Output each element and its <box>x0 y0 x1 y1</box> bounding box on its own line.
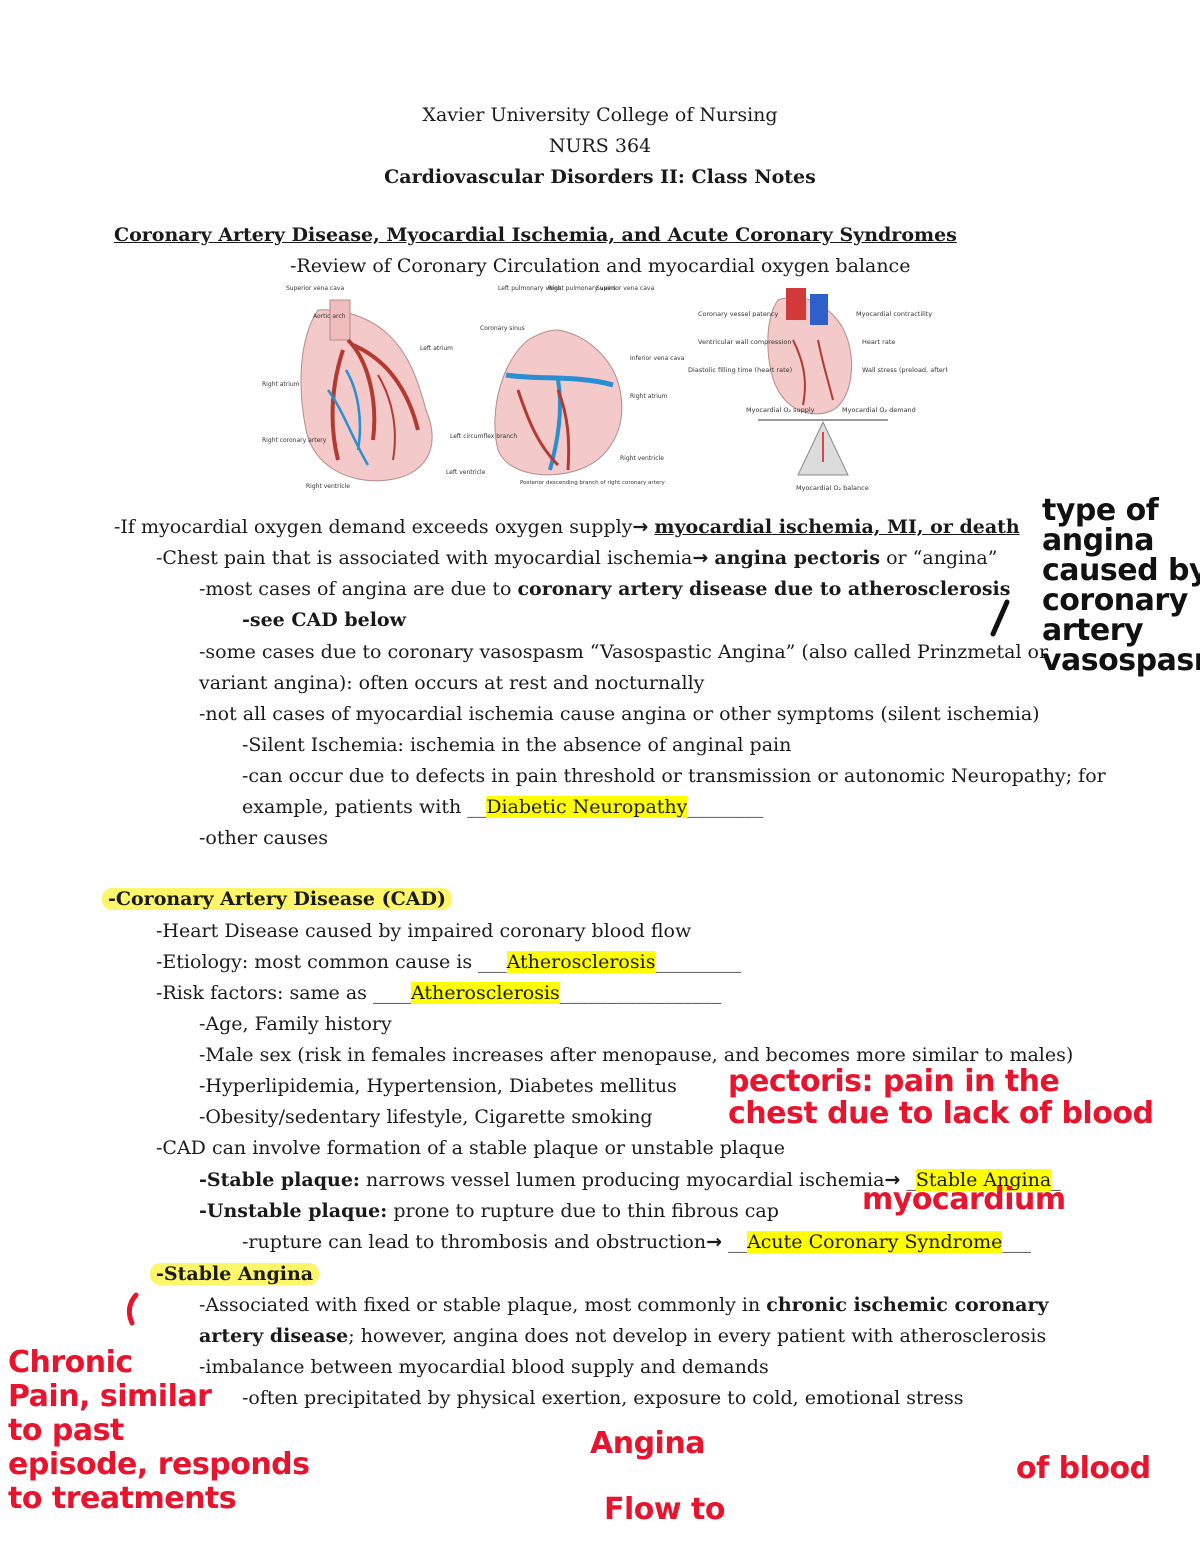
balance-right-2: Heart rate <box>862 338 895 346</box>
handwritten-note-angina: Angina <box>590 1426 705 1461</box>
balance-left-2: Ventricular wall compression <box>698 338 792 346</box>
cad-line-11: -rupture can lead to thrombosis and obst… <box>242 1231 1031 1253</box>
body-line-6: variant angina): often occurs at rest an… <box>199 672 705 694</box>
body-line-2: -Chest pain that is associated with myoc… <box>156 547 998 569</box>
heart2-label-right-atrium: Right atrium <box>630 393 668 400</box>
handwritten-note-myocardium: myocardium <box>862 1182 1066 1217</box>
body-line-7: -not all cases of myocardial ischemia ca… <box>199 703 1040 725</box>
balance-label: Myocardial O₂ balance <box>796 484 869 492</box>
heart2-label-left-pulmonary-veins: Left pulmonary veins <box>498 285 561 292</box>
section-title: Coronary Artery Disease, Myocardial Isch… <box>114 224 957 246</box>
heart2-label-posterior-descending-branch: Posterior descending branch of right cor… <box>520 480 665 486</box>
heart2-label-coronary-sinus: Coronary sinus <box>480 325 525 332</box>
body-line-5: -some cases due to coronary vasospasm “V… <box>199 641 1049 663</box>
cad-heading: -Coronary Artery Disease (CAD) <box>102 887 452 911</box>
stable-line-1: -Associated with fixed or stable plaque,… <box>199 1294 1049 1316</box>
balance-left-1: Coronary vessel patency <box>698 310 779 318</box>
handwritten-note-chronic-pain: Chronic Pain, similar to past episode, r… <box>8 1345 310 1516</box>
supply-label: Myocardial O₂ supply <box>746 406 815 414</box>
stable-line-2: artery disease; however, angina does not… <box>199 1325 1047 1347</box>
body-line-11: -other causes <box>199 827 329 849</box>
heart2-label-superior-vena-cava: Superior vena cava <box>596 285 654 292</box>
heart1-label-right-coronary-artery: Right coronary artery <box>262 437 327 444</box>
cad-line-6: -Hyperlipidemia, Hypertension, Diabetes … <box>199 1075 677 1097</box>
cad-line-9: -Stable plaque: narrows vessel lumen pro… <box>199 1169 1061 1191</box>
handwritten-note-pectoris: pectoris: pain in the chest due to lack … <box>728 1064 1154 1131</box>
balance-left-3: Diastolic filling time (heart rate) <box>688 366 792 374</box>
review-line: -Review of Coronary Circulation and myoc… <box>290 255 911 277</box>
handwritten-note-of-blood: of blood <box>1016 1451 1151 1486</box>
heart1-label-superior-vena-cava: Superior vena cava <box>286 285 344 292</box>
heart1-label-right-ventricle: Right ventricle <box>306 483 350 490</box>
body-line-3: -most cases of angina are due to coronar… <box>199 578 1011 600</box>
coronary-circulation-figure: Superior vena cava Aortic arch Left atri… <box>262 285 948 492</box>
heart1-label-aortic-arch: Aortic arch <box>313 313 346 320</box>
cad-line-10: -Unstable plaque: prone to rupture due t… <box>199 1200 779 1222</box>
heart1-label-left-atrium: Left atrium <box>420 345 453 352</box>
demand-label: Myocardial O₂ demand <box>842 406 916 414</box>
stable-line-4: -often precipitated by physical exertion… <box>242 1387 964 1409</box>
heart1-label-left-ventricle: Left ventricle <box>446 469 486 476</box>
cad-line-5: -Male sex (risk in females increases aft… <box>199 1044 1074 1066</box>
handwritten-bracket-mark <box>126 1292 139 1326</box>
cad-line-2: -Etiology: most common cause is ___Ather… <box>156 951 741 973</box>
anterior-heart-illustration: Superior vena cava Aortic arch Left atri… <box>262 285 486 490</box>
school-name: Xavier University College of Nursing <box>422 104 778 126</box>
oxygen-balance-diagram: Coronary vessel patency Ventricular wall… <box>688 288 948 492</box>
heart2-label-right-pulmonary-veins: Right pulmonary veins <box>548 285 616 292</box>
body-line-8: -Silent Ischemia: ischemia in the absenc… <box>242 734 792 756</box>
heart2-label-inferior-vena-cava: Inferior vena cava <box>630 355 685 362</box>
heart2-label-right-ventricle: Right ventricle <box>620 455 664 462</box>
course-code: NURS 364 <box>548 135 652 157</box>
body-line-4: -see CAD below <box>242 609 406 631</box>
cad-line-3: -Risk factors: same as ____Atheroscleros… <box>156 982 722 1004</box>
document-title: Cardiovascular Disorders II: Class Notes <box>384 166 816 188</box>
heart2-label-left-circumflex-branch: Left circumflex branch <box>450 433 517 440</box>
cad-line-1: -Heart Disease caused by impaired corona… <box>156 920 692 942</box>
stable-line-3: -imbalance between myocardial blood supp… <box>199 1356 769 1378</box>
heart1-label-right-atrium: Right atrium <box>262 381 300 388</box>
handwritten-note-flow-to: Flow to <box>604 1492 726 1527</box>
cad-line-4: -Age, Family history <box>199 1013 392 1035</box>
body-line-9: -can occur due to defects in pain thresh… <box>242 765 1106 787</box>
cad-line-7: -Obesity/sedentary lifestyle, Cigarette … <box>199 1106 653 1128</box>
balance-right-1: Myocardial contractility <box>856 310 932 318</box>
handwritten-slash-mark <box>990 599 1010 637</box>
stable-angina-heading: -Stable Angina <box>150 1262 320 1286</box>
balance-right-3: Wall stress (preload, afterload) <box>862 366 948 374</box>
cad-line-8: -CAD can involve formation of a stable p… <box>156 1137 785 1159</box>
body-line-1: -If myocardial oxygen demand exceeds oxy… <box>114 516 1020 538</box>
posterior-heart-illustration: Left pulmonary veins Right pulmonary vei… <box>450 285 685 486</box>
body-line-10: example, patients with __Diabetic Neurop… <box>242 796 764 818</box>
handwritten-note-vasospasm: type of angina caused by coronary artery… <box>1042 493 1200 678</box>
